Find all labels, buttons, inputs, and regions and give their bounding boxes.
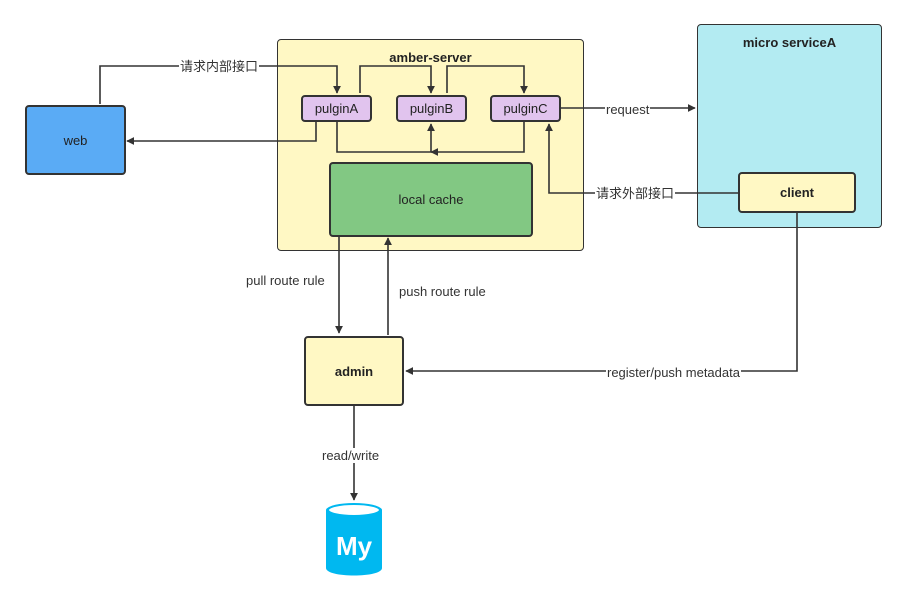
amber-server-title: amber-server — [389, 50, 472, 65]
admin-node[interactable]: admin — [304, 336, 404, 406]
plugin-b-label: pulginB — [409, 101, 454, 116]
label-internal-api: 请求内部接口 — [179, 59, 260, 74]
client-label: client — [780, 185, 814, 200]
plugin-b-node[interactable]: pulginB — [396, 95, 467, 122]
edge-top-a-to-b — [359, 65, 435, 94]
label-external-api: 请求外部接口 — [595, 186, 676, 201]
edge-plugin-a-to-plugin-b — [336, 122, 435, 153]
edge-plugin-b-to-plugin-c — [446, 65, 528, 94]
admin-label: admin — [334, 363, 374, 379]
plugin-c-label: pulginC — [503, 101, 548, 116]
edge-plugin-c-to-plugin-b — [430, 122, 525, 156]
web-node[interactable]: web — [25, 105, 126, 175]
label-read-write: read/write — [321, 448, 381, 463]
edge-plugin-a-to-web — [126, 122, 317, 145]
plugin-a-node[interactable]: pulginA — [301, 95, 372, 122]
plugin-a-label: pulginA — [314, 101, 359, 116]
label-push-route-rule: push route rule — [398, 284, 487, 299]
local-cache-node[interactable]: local cache — [329, 162, 533, 237]
label-register-metadata: register/push metadata — [606, 365, 741, 380]
mysql-label: My — [336, 531, 373, 561]
mysql-database-icon: My — [326, 503, 382, 576]
plugin-c-node[interactable]: pulginC — [490, 95, 561, 122]
edge-register-metadata — [405, 213, 798, 375]
client-node[interactable]: client — [738, 172, 856, 213]
micro-service-title: micro serviceA — [742, 35, 837, 50]
web-label: web — [63, 132, 88, 148]
edge-client-to-plugin-c — [545, 123, 738, 194]
label-request: request — [605, 102, 651, 117]
label-pull-route-rule: pull route rule — [245, 273, 326, 288]
local-cache-label: local cache — [398, 192, 464, 207]
